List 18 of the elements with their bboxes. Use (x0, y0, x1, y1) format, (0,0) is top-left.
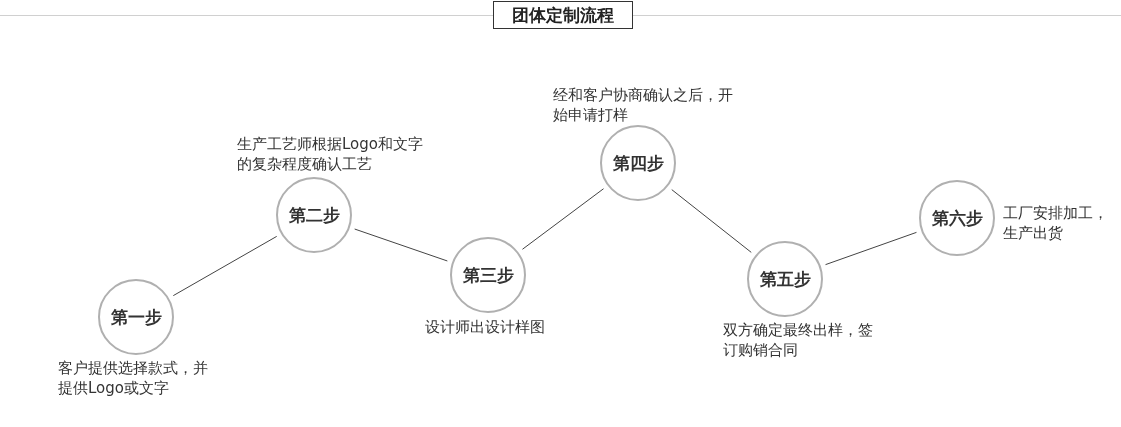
connector-line (172, 235, 278, 297)
step-label: 第三步 (462, 265, 514, 285)
connector-line (521, 188, 605, 250)
step-description: 工厂安排加工，生产出货 (1003, 203, 1109, 243)
step-label: 第二步 (288, 205, 340, 225)
connector-line (354, 228, 448, 262)
step-description: 生产工艺师根据Logo和文字的复杂程度确认工艺 (237, 134, 424, 174)
step-label: 第一步 (110, 307, 162, 327)
step-description: 设计师出设计样图 (425, 317, 546, 337)
connector-line (825, 231, 917, 266)
connector-line (671, 189, 752, 253)
diagram-title: 团体定制流程 (493, 1, 633, 29)
step-description: 客户提供选择款式，并提供Logo或文字 (58, 358, 209, 398)
step-label: 第五步 (759, 269, 811, 289)
step-description: 经和客户协商确认之后，开始申请打样 (553, 85, 734, 125)
step-description: 双方确定最终出样，签订购销合同 (723, 320, 874, 360)
step-label: 第六步 (931, 208, 983, 228)
step-label: 第四步 (612, 153, 664, 173)
